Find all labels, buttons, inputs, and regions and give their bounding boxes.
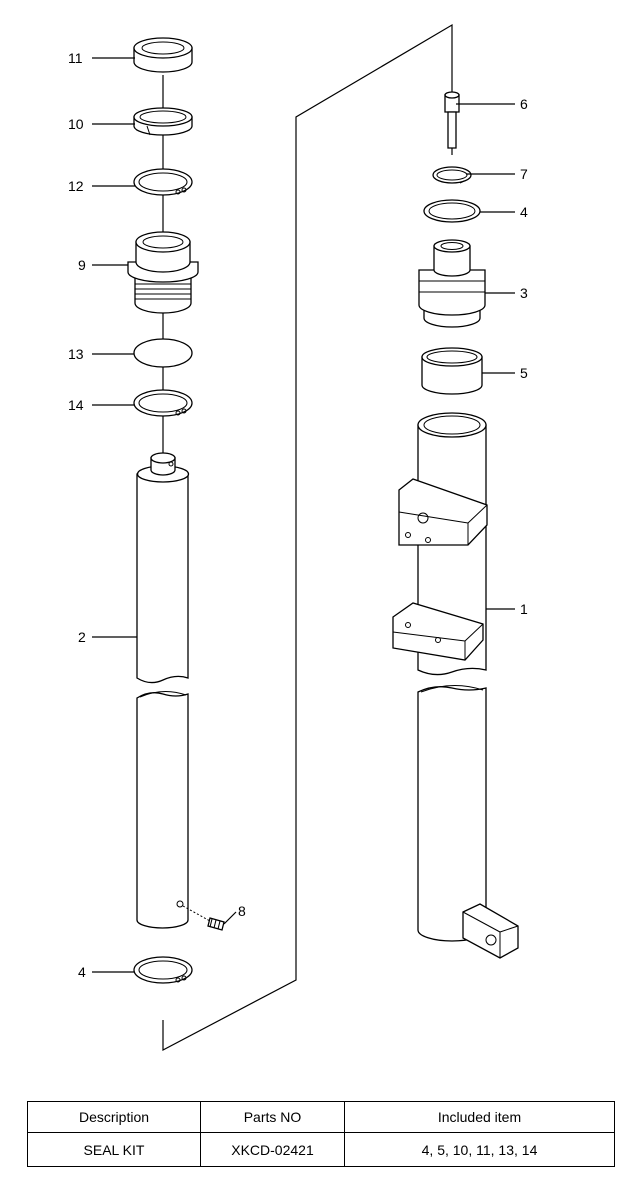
callout-8: 8 [238, 903, 246, 919]
assembly-path-line [162, 23, 453, 1051]
part-1-cylinder-tube-upper [392, 412, 488, 676]
part-1-cylinder-tube-lower [417, 684, 519, 959]
callout-14: 14 [68, 397, 84, 413]
part-4-ring-right [423, 199, 481, 223]
callout-13: 13 [68, 346, 84, 362]
part-4-snap-ring-left [133, 956, 193, 984]
exploded-parts-diagram: 11 10 12 9 13 14 2 8 4 6 7 4 3 5 1 [68, 23, 528, 1051]
cell-description: SEAL KIT [27, 1132, 201, 1167]
part-3-piston [418, 239, 486, 328]
cell-included-item: 4, 5, 10, 11, 13, 14 [344, 1132, 615, 1167]
part-11-cap-ring [133, 37, 193, 73]
part-5-bushing [421, 347, 483, 395]
callout-4-left: 4 [78, 964, 86, 980]
header-included-item: Included item [344, 1101, 615, 1133]
callout-9: 9 [78, 257, 86, 273]
part-2-piston-rod-lower [136, 691, 189, 929]
callout-4-right: 4 [520, 204, 528, 220]
seal-kit-table: Description Parts NO Included item SEAL … [27, 1101, 615, 1167]
callout-10: 10 [68, 116, 84, 132]
part-14-snap-ring [133, 389, 193, 417]
part-8-set-screw [182, 905, 225, 931]
header-description: Description [27, 1101, 201, 1133]
callout-6: 6 [520, 96, 528, 112]
callout-5: 5 [520, 365, 528, 381]
callout-2: 2 [78, 629, 86, 645]
callout-12: 12 [68, 178, 84, 194]
callout-11: 11 [68, 50, 83, 66]
part-9-gland-nut [127, 231, 199, 314]
part-2-piston-rod-upper [136, 452, 190, 684]
part-12-snap-ring [133, 168, 193, 196]
part-7-snap-ring [432, 166, 472, 184]
part-10-split-ring [133, 107, 193, 136]
table-header-row: Description Parts NO Included item [27, 1101, 615, 1133]
leader-lines [92, 57, 515, 973]
part-13-o-ring [133, 338, 193, 368]
callout-3: 3 [520, 285, 528, 301]
callout-7: 7 [520, 166, 528, 182]
part-6-pin [444, 90, 460, 155]
table-row: SEAL KIT XKCD-02421 4, 5, 10, 11, 13, 14 [27, 1132, 615, 1167]
header-parts-no: Parts NO [200, 1101, 345, 1133]
callout-1: 1 [520, 601, 528, 617]
cell-parts-no: XKCD-02421 [200, 1132, 345, 1167]
